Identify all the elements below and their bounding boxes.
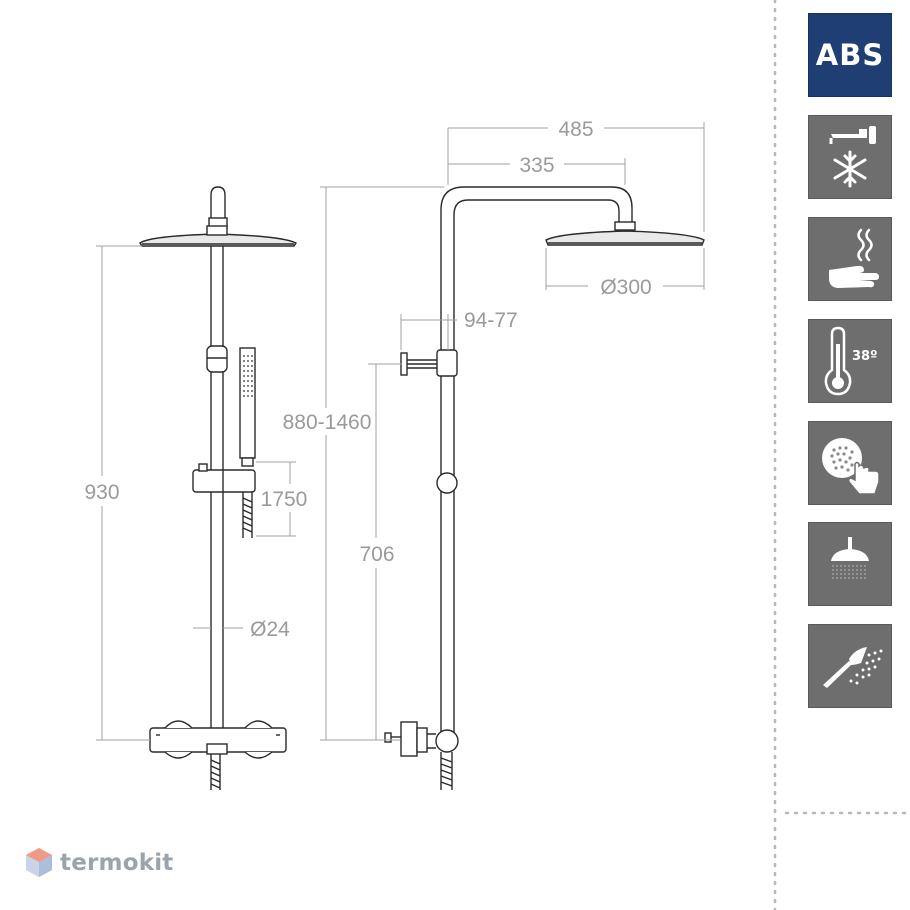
abs-label: ABS: [815, 38, 885, 72]
dim-head-diameter: Ø300: [600, 276, 651, 299]
dim-arm-335: 335: [519, 154, 554, 177]
dim-pipe-diameter: Ø24: [250, 618, 290, 641]
hand-shower-icon: [808, 624, 892, 708]
dimension-lines: [96, 122, 705, 741]
dim-height-range: 880-1460: [283, 411, 372, 434]
abs-badge: ABS: [808, 13, 892, 97]
dim-total-930: 930: [84, 481, 119, 504]
cold-water-icon: [808, 115, 892, 199]
heat-hand-icon: [808, 217, 892, 301]
front-view: [139, 186, 298, 790]
termokit-logo-icon: [26, 848, 52, 877]
side-view: [384, 186, 705, 790]
dim-hose-1750: 1750: [261, 488, 308, 511]
dim-width-485: 485: [558, 118, 593, 141]
anti-lime-icon: [808, 421, 892, 505]
rain-shower-icon: [808, 522, 892, 606]
thermometer-icon: 38º: [808, 319, 892, 403]
temperature-label: 38º: [852, 349, 877, 364]
dim-bracket-706: 706: [359, 543, 394, 566]
dim-wall-distance: 94-77: [464, 309, 518, 332]
brand-name: termokit: [60, 850, 174, 876]
